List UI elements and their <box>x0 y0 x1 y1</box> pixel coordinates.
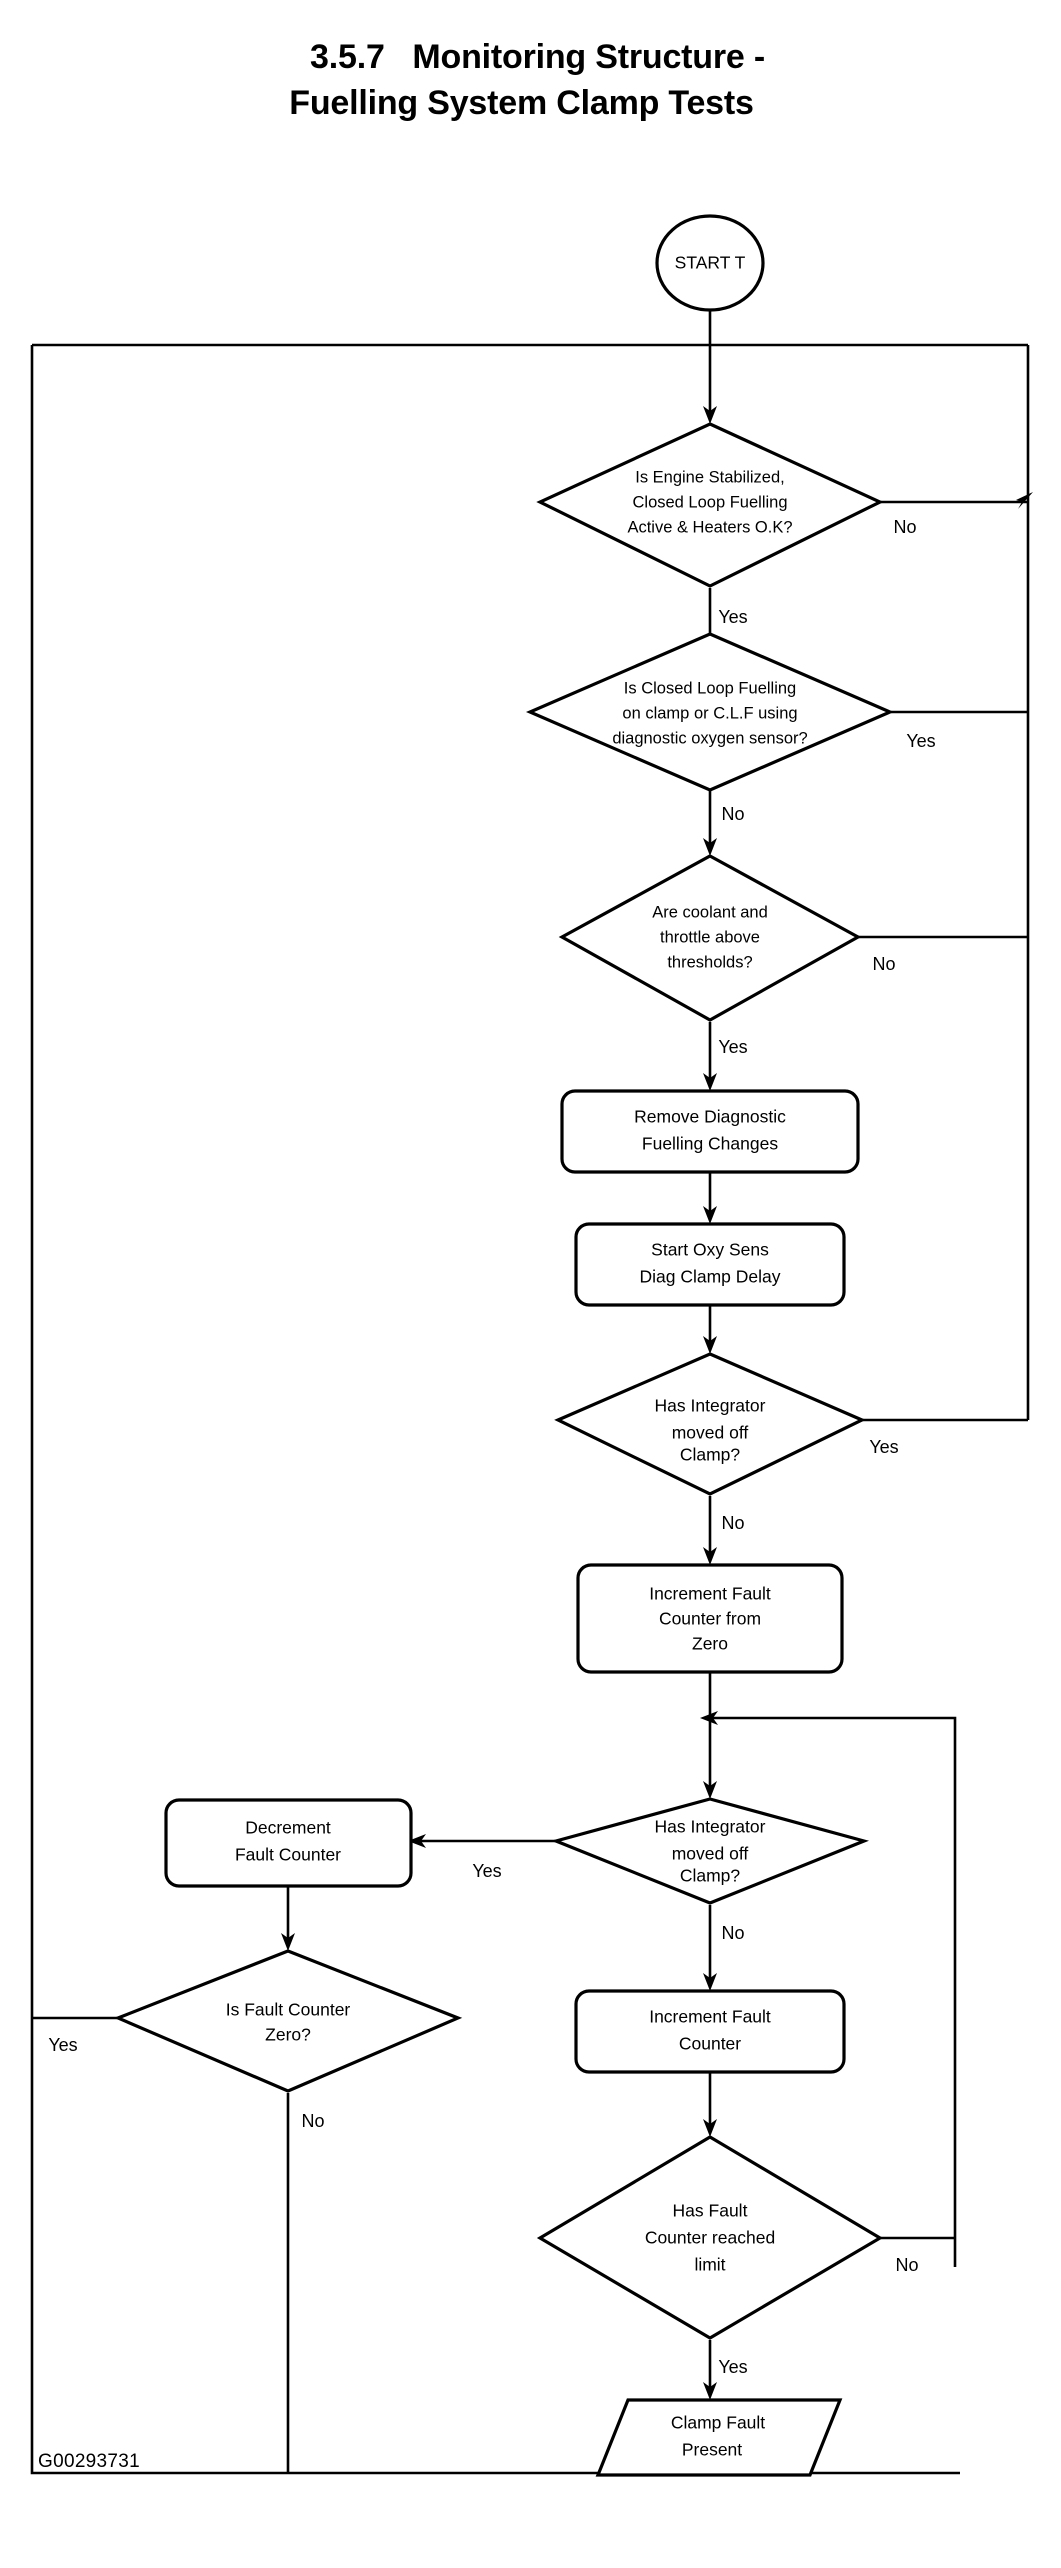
p5-label-line-2: Counter <box>679 2034 741 2054</box>
arrowhead-p2-to-d4 <box>703 1336 717 1354</box>
node-process-start-oxy-sens-delay[interactable]: Start Oxy Sens Diag Clamp Delay <box>574 1222 846 1307</box>
edge-label-d2-yes: Yes <box>906 731 935 751</box>
arrowhead-p1-to-p2 <box>703 1206 717 1224</box>
node-decision-coolant-throttle[interactable]: Are coolant and throttle above threshold… <box>558 854 862 1022</box>
d7-label-line-1: Has Fault <box>673 2201 748 2221</box>
node-decision-closed-loop-fuelling[interactable]: Is Closed Loop Fuelling on clamp or C.L.… <box>525 632 895 792</box>
d5-label-line-1: Has Integrator <box>655 1817 766 1837</box>
start-label: START T <box>675 253 746 273</box>
d4-label-line-3: Clamp? <box>680 1445 741 1465</box>
edge-label-d7-yes: Yes <box>718 2357 747 2377</box>
d6-label-line-1: Is Fault Counter <box>226 2000 351 2020</box>
p5-box-shape <box>574 1989 846 2074</box>
d2-label-line-2: on clamp or C.L.F using <box>622 704 797 722</box>
p3-box-shape <box>576 1563 844 1674</box>
p2-label-line-1: Start Oxy Sens <box>651 1240 769 1260</box>
page-title: 3.5.7 Monitoring Structure - Fuelling Sy… <box>0 34 1061 126</box>
p3-label-line-3: Zero <box>692 1634 728 1654</box>
d4-label-line-2: moved off <box>672 1423 749 1443</box>
nodes-layer: START T Is Engine Stabilized, Closed Loo… <box>113 214 895 2477</box>
d1-label-line-1: Is Engine Stabilized, <box>635 468 785 486</box>
node-decision-integrator-moved-off-clamp-2[interactable]: Has Integrator moved off Clamp? <box>550 1797 870 1905</box>
edge-label-d3-yes: Yes <box>718 1037 747 1057</box>
title-line-2: Fuelling System Clamp Tests <box>289 84 754 122</box>
arrowhead-p3-to-d5 <box>703 1781 717 1799</box>
node-start[interactable]: START T <box>655 214 765 312</box>
p1-box-shape <box>560 1089 860 1174</box>
d7-label-line-3: limit <box>694 2255 725 2275</box>
edges-layer <box>30 310 1033 2475</box>
node-process-increment-fault-counter[interactable]: Increment Fault Counter <box>574 1989 846 2074</box>
edge-label-d4-yes: Yes <box>869 1437 898 1457</box>
node-decision-is-fault-counter-zero[interactable]: Is Fault Counter Zero? <box>113 1949 463 2093</box>
title-line-1: 3.5.7 Monitoring Structure - <box>310 38 765 76</box>
node-decision-fault-counter-reached-limit[interactable]: Has Fault Counter reached limit <box>536 2135 884 2340</box>
arrowhead-p5-to-d7 <box>703 2119 717 2137</box>
arrowhead-d1-no <box>1016 492 1033 509</box>
d3-label-line-3: thresholds? <box>667 953 752 971</box>
edge-label-d5-yes: Yes <box>472 1861 501 1881</box>
d2-label-line-3: diagnostic oxygen sensor? <box>612 729 807 747</box>
p3-label-line-1: Increment Fault <box>649 1584 771 1604</box>
arrowhead-d7-yes <box>703 2382 717 2400</box>
edge-label-d1-no: No <box>893 517 916 537</box>
out-parallelogram-shape <box>595 2398 843 2477</box>
d1-diamond-shape <box>536 422 884 588</box>
p2-label-line-2: Diag Clamp Delay <box>639 1267 780 1287</box>
out-label-line-1: Clamp Fault <box>671 2413 765 2433</box>
p4-label-line-1: Decrement <box>245 1818 331 1838</box>
node-decision-engine-stabilized[interactable]: Is Engine Stabilized, Closed Loop Fuelli… <box>536 422 884 588</box>
edge-label-d3-no: No <box>872 954 895 974</box>
edge-label-d6-no: No <box>301 2111 324 2131</box>
p5-label-line-1: Increment Fault <box>649 2007 771 2027</box>
edge-label-d7-no: No <box>895 2255 918 2275</box>
arrowhead-start-to-d1 <box>703 406 717 424</box>
d6-label-line-2: Zero? <box>265 2025 311 2045</box>
arrowhead-d4-no <box>703 1547 717 1565</box>
d1-label-line-3: Active & Heaters O.K? <box>627 518 792 536</box>
d2-label-line-1: Is Closed Loop Fuelling <box>624 679 796 697</box>
edge-label-d1-yes: Yes <box>718 607 747 627</box>
node-process-decrement-fault-counter[interactable]: Decrement Fault Counter <box>164 1798 413 1888</box>
arrowhead-inner-loop <box>700 1711 718 1725</box>
d1-label-line-2: Closed Loop Fuelling <box>632 493 787 511</box>
d7-label-line-2: Counter reached <box>645 2228 775 2248</box>
d2-diamond-shape <box>525 632 895 792</box>
d4-label-line-1: Has Integrator <box>655 1396 766 1416</box>
arrowhead-d5-no <box>703 1973 717 1991</box>
arrowhead-p4-to-d6 <box>281 1933 295 1951</box>
edge-labels-layer: No Yes Yes No No Yes Yes No Yes No Yes N… <box>48 517 935 2377</box>
node-process-increment-fault-counter-from-zero[interactable]: Increment Fault Counter from Zero <box>576 1563 844 1674</box>
start-oval-shape <box>655 214 765 312</box>
arrowhead-d3-yes <box>703 1073 717 1091</box>
node-decision-integrator-moved-off-clamp-1[interactable]: Has Integrator moved off Clamp? <box>554 1352 866 1496</box>
d4-diamond-shape <box>554 1352 866 1496</box>
d7-diamond-shape <box>536 2135 884 2340</box>
node-process-remove-diagnostic-fuelling[interactable]: Remove Diagnostic Fuelling Changes <box>560 1089 860 1174</box>
p4-label-line-2: Fault Counter <box>235 1845 341 1865</box>
arrowhead-d5-yes <box>408 1834 426 1848</box>
d3-label-line-1: Are coolant and <box>652 903 768 921</box>
p3-label-line-2: Counter from <box>659 1609 761 1629</box>
p2-box-shape <box>574 1222 846 1307</box>
d5-diamond-shape <box>550 1797 870 1905</box>
d3-label-line-2: throttle above <box>660 928 760 946</box>
p4-box-shape <box>164 1798 413 1888</box>
out-label-line-2: Present <box>682 2440 742 2460</box>
p1-label-line-1: Remove Diagnostic <box>634 1107 786 1127</box>
edge-label-d6-yes: Yes <box>48 2035 77 2055</box>
edge-label-d4-no: No <box>721 1513 744 1533</box>
arrowhead-d2-no <box>703 838 717 856</box>
figure-code: G00293731 <box>38 2451 141 2472</box>
d3-diamond-shape <box>558 854 862 1022</box>
node-output-clamp-fault-present[interactable]: Clamp Fault Present <box>595 2398 843 2477</box>
p1-label-line-2: Fuelling Changes <box>642 1134 778 1154</box>
edge-inner-loop-bus <box>710 1716 957 2267</box>
edge-label-d5-no: No <box>721 1923 744 1943</box>
d6-diamond-shape <box>113 1949 463 2093</box>
d5-label-line-3: Clamp? <box>680 1866 741 1886</box>
edge-label-d2-no: No <box>721 804 744 824</box>
d5-label-line-2: moved off <box>672 1844 749 1864</box>
